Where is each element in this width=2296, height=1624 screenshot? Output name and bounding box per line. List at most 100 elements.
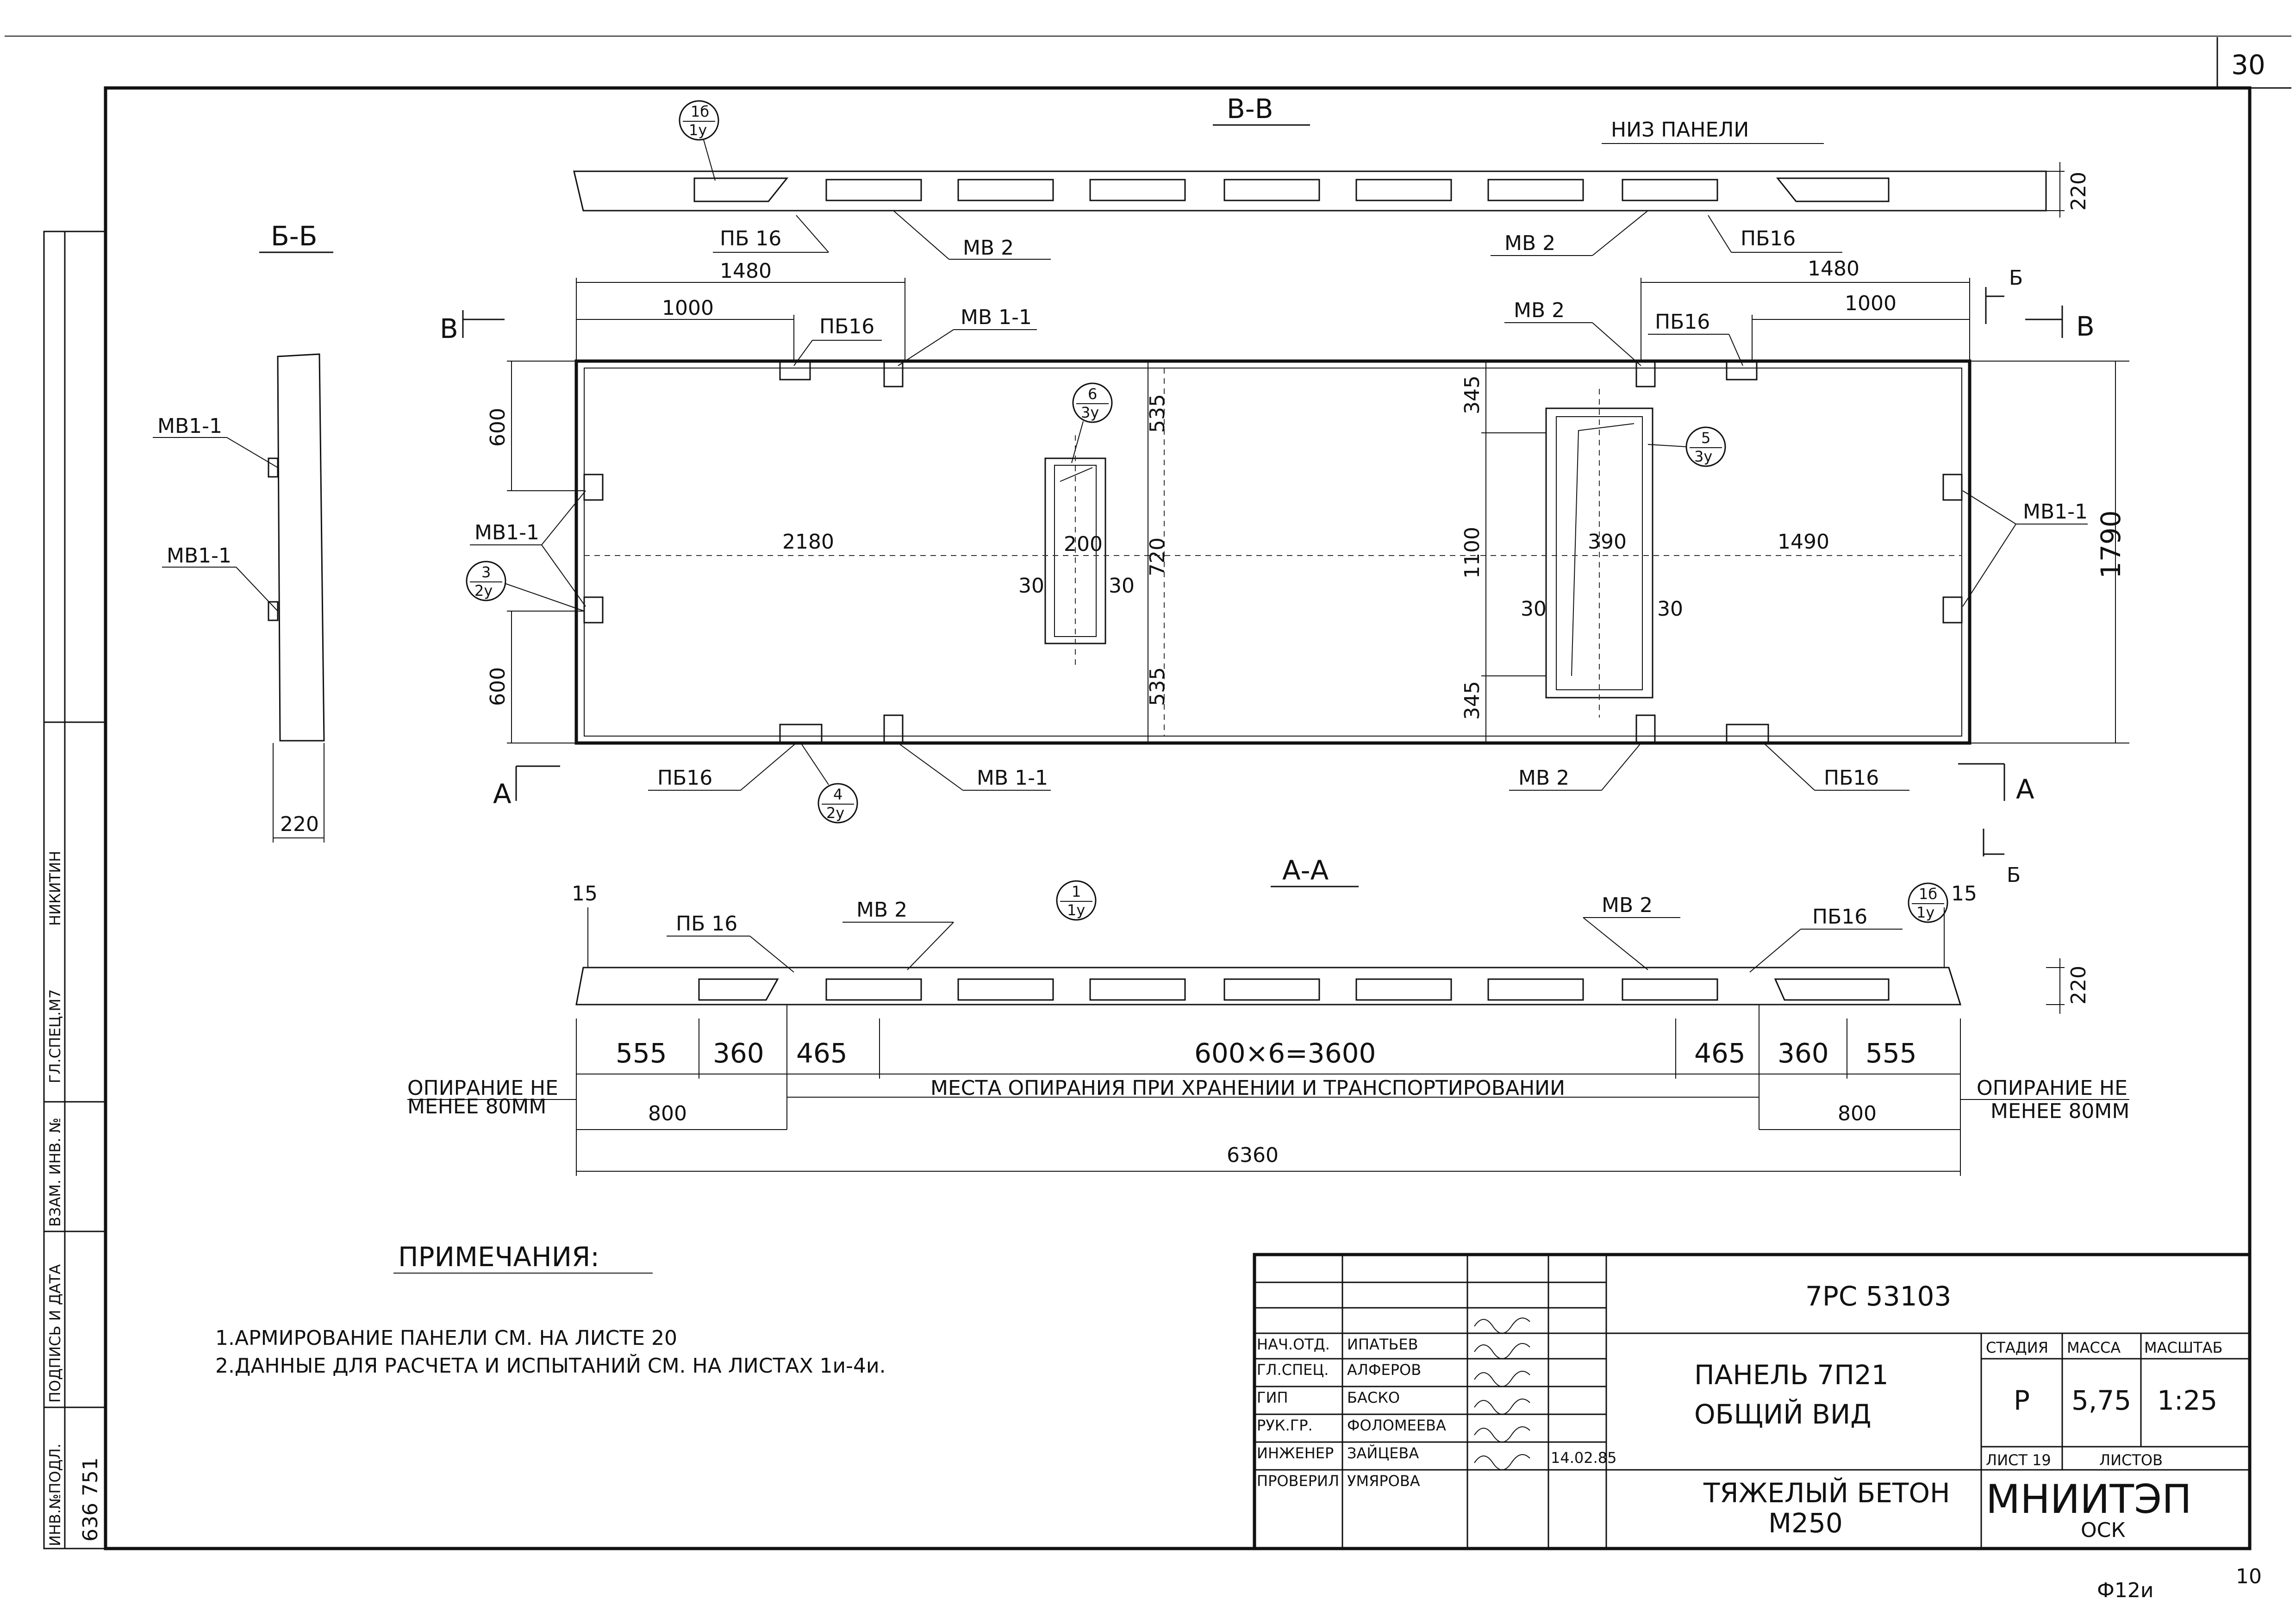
dim-3600: 600×6=3600 [1194, 1037, 1376, 1069]
label-plan-mb11-bottom: МВ 1-1 [977, 766, 1048, 790]
tb-doc-code: 7РС 53103 [1805, 1280, 1951, 1312]
dim-30-left-b: 30 [1521, 597, 1547, 621]
tb-name-1: АЛФЕРОВ [1347, 1361, 1421, 1379]
dim-200: 200 [1064, 532, 1103, 556]
dim-600-top: 600 [486, 408, 510, 447]
vv-voids [693, 177, 1890, 202]
label-vv-mb2-right: МВ 2 [1504, 231, 1555, 255]
sheet-bottom-number: 10 [2236, 1565, 2262, 1588]
dim-465-left: 465 [796, 1037, 848, 1069]
tb-role-4: ИНЖЕНЕР [1257, 1444, 1334, 1462]
tb-mass-value: 5,75 [2071, 1385, 2131, 1416]
callout-aa-1-top: 1 [1072, 883, 1081, 900]
section-aa-title: А-А [1282, 855, 1329, 886]
plan-view [574, 359, 1972, 745]
tb-role-2: ГИП [1257, 1389, 1288, 1406]
dim-bb-220: 220 [280, 812, 319, 836]
notes: ПРИМЕЧАНИЯ: 1.АРМИРОВАНИЕ ПАНЕЛИ СМ. НА … [215, 1241, 886, 1378]
tb-mass-header: МАССА [2067, 1339, 2121, 1356]
label-vv-pb16-right: ПБ16 [1741, 227, 1796, 250]
side-sign-label: ПОДПИСЬ И ДАТА [46, 1264, 64, 1403]
dim-aa-15-left: 15 [572, 882, 598, 906]
label-bb-mb11-top: МВ1-1 [157, 414, 222, 438]
dim-vv-220: 220 [2067, 172, 2090, 211]
dim-1000-left: 1000 [662, 296, 714, 320]
section-aa: А-А 15 15 220 1 1у 1б 1у ПБ 16 [572, 855, 2090, 1014]
dim-1480-right: 1480 [1808, 257, 1859, 281]
label-plan-pb16-bottom-right: ПБ16 [1824, 766, 1879, 790]
dim-720: 720 [1146, 537, 1169, 576]
marker-a-right: А [2016, 774, 2034, 805]
dim-1790: 1790 [2095, 510, 2127, 579]
dim-360-left: 360 [713, 1037, 764, 1069]
tb-scale-header: МАСШТАБ [2144, 1339, 2222, 1356]
tb-role-1: ГЛ.СПЕЦ. [1257, 1361, 1329, 1379]
callout-plan-3-top: 3 [481, 563, 491, 581]
tb-scale-value: 1:25 [2157, 1385, 2217, 1416]
marker-v-right: В [2076, 311, 2095, 342]
callout-aa-1b-top: 1б [1919, 885, 1937, 903]
tb-stage-header: СТАДИЯ [1986, 1339, 2048, 1356]
label-bb-mb11-bottom: МВ1-1 [167, 544, 231, 568]
notes-title: ПРИМЕЧАНИЯ: [398, 1241, 599, 1273]
dim-555-right: 555 [1866, 1037, 1917, 1069]
support-note-left-1: ОПИРАНИЕ НЕ [407, 1076, 558, 1100]
tb-material-line2: М250 [1768, 1507, 1843, 1539]
label-aa-mb2-left: МВ 2 [856, 898, 907, 922]
tb-sheet-label: ЛИСТ 19 [1986, 1451, 2051, 1469]
marker-a-left: А [493, 778, 512, 810]
label-plan-mb11-right: МВ1-1 [2023, 500, 2088, 524]
callout-plan-5-bottom: 3у [1694, 448, 1712, 465]
dim-1000-right: 1000 [1845, 292, 1897, 315]
label-plan-pb16-top-left: ПБ16 [819, 315, 874, 338]
marker-b-right: Б [2009, 266, 2023, 290]
side-zam-label: ВЗАМ. ИНВ. № [46, 1118, 64, 1227]
dim-1100: 1100 [1460, 527, 1484, 579]
label-vv-pb16-left: ПБ 16 [720, 227, 781, 250]
dim-535-bottom: 535 [1146, 667, 1169, 706]
dim-30-left-a: 30 [1018, 574, 1044, 598]
dim-1480-left: 1480 [720, 259, 772, 283]
tb-name-3: ФОЛОМЕЕВА [1347, 1417, 1446, 1434]
dim-555-left: 555 [616, 1037, 667, 1069]
dim-465-right: 465 [1694, 1037, 1746, 1069]
dim-600-bottom: 600 [486, 667, 510, 706]
dim-30-right-a: 30 [1109, 574, 1135, 598]
dim-345-top: 345 [1460, 375, 1484, 414]
section-vv-title: В-В [1227, 93, 1273, 125]
dim-360-right: 360 [1778, 1037, 1829, 1069]
aa-dimensions: 555 360 465 600×6=3600 465 360 555 800 8… [407, 1005, 2129, 1176]
plan-markers: В Б В А А Б [440, 266, 2095, 887]
side-stamp: ГЛ.СПЕЦ.М7 НИКИТИН ВЗАМ. ИНВ. № ПОДПИСЬ … [43, 231, 106, 1549]
tb-title-line1: ПАНЕЛЬ 7П21 [1694, 1359, 1889, 1391]
title-block: 7РС 53103 ПАНЕЛЬ 7П21 ОБЩИЙ ВИД ТЯЖЕЛЫЙ … [1253, 1253, 2252, 1550]
tb-signature-marks [1474, 1318, 1530, 1470]
support-note-right-1: ОПИРАНИЕ НЕ [1977, 1076, 2128, 1100]
dim-6360: 6360 [1227, 1143, 1279, 1167]
storage-note: МЕСТА ОПИРАНИЯ ПРИ ХРАНЕНИИ И ТРАНСПОРТИ… [930, 1076, 1565, 1100]
plan-labels: ПБ16 МВ 1-1 МВ 2 ПБ16 МВ1-1 3 2у МВ1-1 6… [466, 299, 2088, 824]
callout-plan-5-top: 5 [1701, 429, 1710, 447]
format-code: Ф12и [2097, 1579, 2153, 1602]
tb-name-2: БАСКО [1347, 1389, 1400, 1406]
callout-plan-6-top: 6 [1088, 385, 1097, 403]
callout-plan-3-bottom: 2у [474, 582, 493, 600]
marker-b-lower: Б [2007, 863, 2021, 887]
tb-org-name: МНИИТЭП [1986, 1476, 2192, 1523]
dim-800-left: 800 [648, 1102, 687, 1125]
tb-name-5: УМЯРОВА [1347, 1472, 1420, 1490]
side-inv-label: ИНВ.№ПОДЛ. [46, 1443, 64, 1546]
side-spec-name: НИКИТИН [46, 851, 64, 926]
side-spec-label: ГЛ.СПЕЦ.М7 [46, 989, 64, 1083]
marker-v-left: В [440, 313, 458, 344]
tb-sheets-label: ЛИСТОВ [2099, 1451, 2163, 1469]
sheet-corner-number: 30 [2231, 49, 2265, 81]
callout-plan-4-bottom: 2у [826, 804, 844, 822]
section-vv: В-В НИЗ ПАНЕЛИ 220 1б 1у ПБ 16 МВ 2 [573, 93, 2090, 260]
callout-plan-6-bottom: 3у [1081, 404, 1099, 421]
dim-1490: 1490 [1778, 530, 1829, 554]
dim-800-right: 800 [1838, 1102, 1877, 1125]
dim-535-top: 535 [1146, 394, 1169, 433]
section-bb: Б-Б МВ1-1 МВ1-1 220 [153, 220, 333, 843]
